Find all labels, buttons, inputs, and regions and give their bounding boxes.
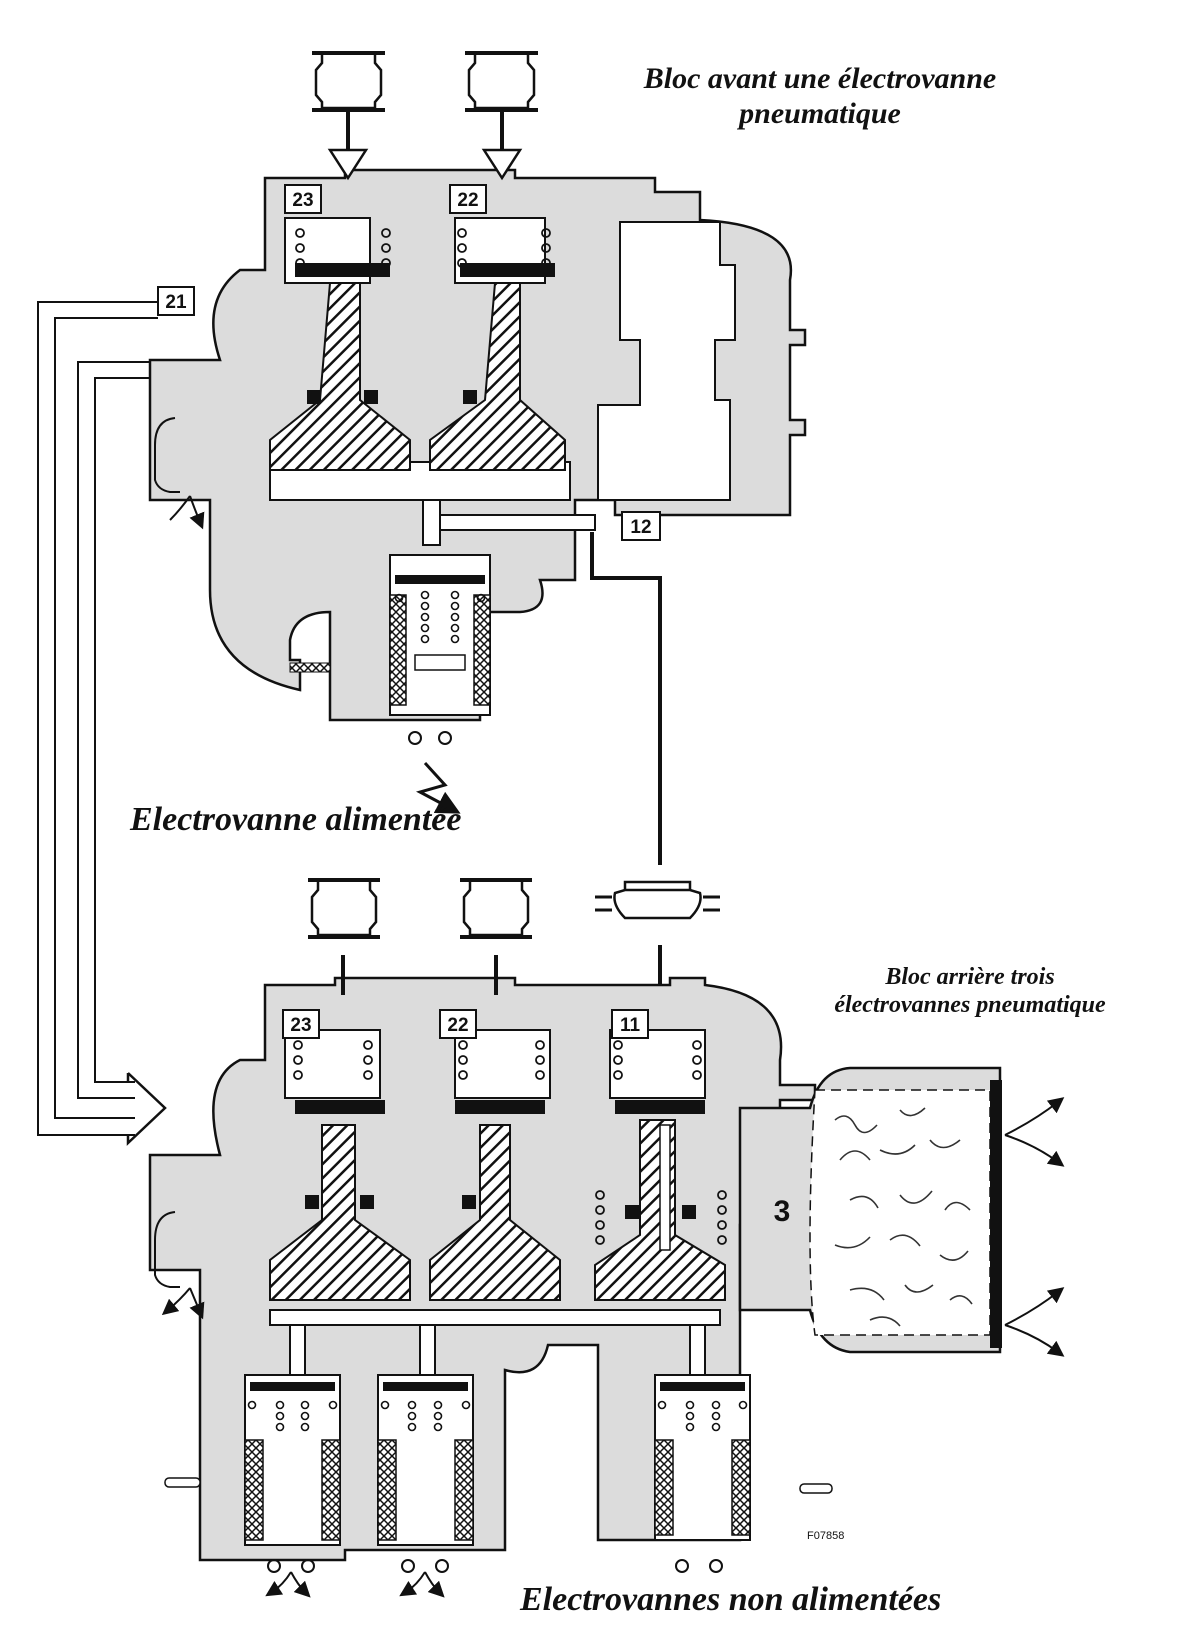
front-block: 23 22 21 12 [148, 51, 807, 814]
port-label-11: 11 [620, 1015, 641, 1036]
front-block-title: Bloc avant une électrovanne pneumatique [643, 62, 997, 130]
front-piston-23 [269, 282, 411, 471]
rear-springs [293, 1040, 702, 1080]
rear-connector-pin [164, 1477, 201, 1488]
front-seal [463, 390, 477, 404]
rear-exhaust-channel [154, 1211, 180, 1288]
rear-piston-11-core [659, 1124, 671, 1251]
rear-block: 23 22 11 [148, 878, 1065, 1598]
rear-actuator-22 [460, 878, 532, 995]
front-exhaust-channel [154, 417, 180, 493]
rear-block-title: Bloc arrière trois électrovannes pneumat… [834, 964, 1106, 1018]
port-label-3: 3 [774, 1195, 791, 1228]
rear-actuator-23 [308, 878, 380, 995]
rear-piston-22 [429, 1124, 561, 1301]
front-piston-22 [429, 282, 566, 471]
energized-valve-caption: Electrovanne alimentée [130, 801, 462, 838]
rear-port-labels: 23 22 11 [282, 1009, 649, 1039]
not-energized-valves-caption: Electrovannes non alimentées [520, 1581, 942, 1618]
port-label-21: 21 [165, 292, 187, 313]
front-actuator-23 [312, 51, 385, 181]
rear-piston-chamber-11 [609, 1029, 706, 1099]
port-label-23: 23 [292, 190, 313, 211]
front-port-labels: 23 22 21 12 [157, 184, 661, 541]
rear-piston-plate-11 [615, 1100, 705, 1114]
front-piston-plate-23 [295, 263, 390, 277]
figure-reference: F07858 [807, 1530, 845, 1542]
brake-chamber-exhaust-icons [1004, 1097, 1065, 1357]
front-air-channel-2 [422, 499, 596, 546]
port-label-23: 23 [290, 1015, 311, 1036]
rear-piston-23 [269, 1124, 411, 1301]
front-exhaust-icon [169, 495, 200, 522]
rear-spring-11 [595, 1190, 727, 1245]
port-label-22: 22 [447, 1015, 468, 1036]
rear-piston-chamber-22 [454, 1029, 551, 1099]
front-inner-chamber [597, 221, 736, 501]
rear-piston-plate-23 [295, 1100, 385, 1114]
port-label-12: 12 [630, 517, 651, 538]
rear-connector-pin [799, 1483, 833, 1494]
rear-solenoid-11 [654, 1374, 751, 1573]
rear-actuator-11 [595, 880, 720, 920]
rear-solenoid-23 [244, 1374, 341, 1573]
front-seal [364, 390, 378, 404]
rear-seals [305, 1195, 696, 1219]
port-label-22: 22 [457, 190, 478, 211]
connecting-pipes [37, 301, 662, 1146]
rear-solenoid-22 [377, 1374, 474, 1573]
front-seal [307, 390, 321, 404]
rear-exhaust-icons [161, 1287, 445, 1598]
front-piston-plate-22 [460, 263, 555, 277]
brake-chamber: 3 [738, 1066, 1002, 1354]
front-solenoid-energized [289, 554, 491, 745]
electric-power-icon [415, 761, 461, 814]
front-actuator-22 [465, 51, 538, 181]
rear-piston-plate-22 [455, 1100, 545, 1114]
